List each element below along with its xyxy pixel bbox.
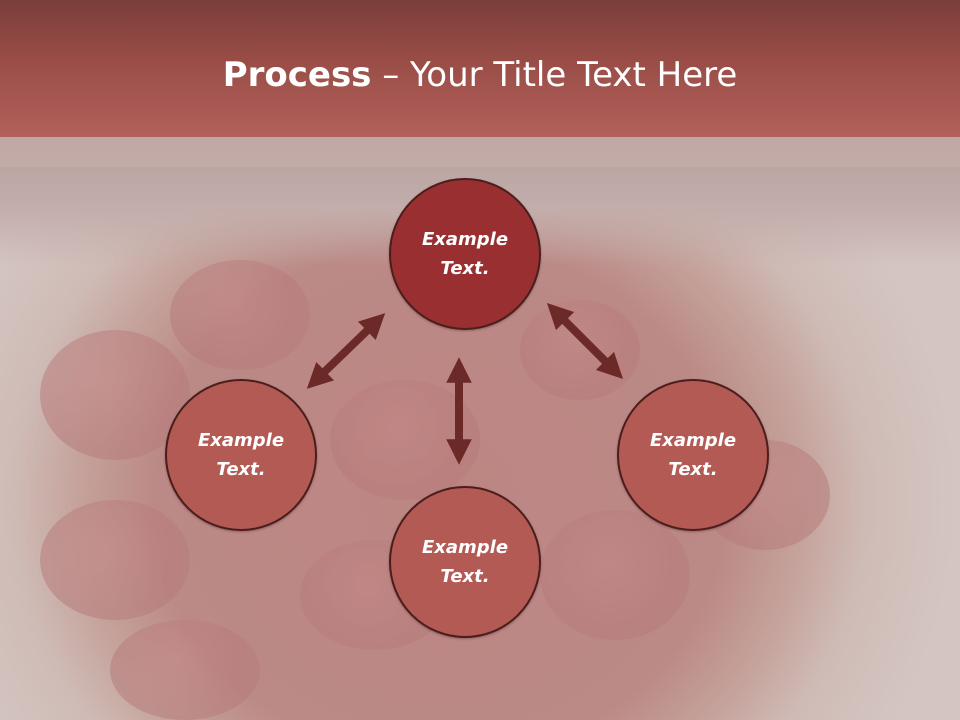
node-center[interactable]: Example Text. [389,178,541,330]
node-left-label: Example Text. [197,430,285,480]
pepperoni-slice [110,620,260,720]
pepperoni-slice [170,260,310,370]
arrow-center-left [306,313,386,389]
node-bottom-label: Example Text. [421,537,509,587]
slide-title: Process – Your Title Text Here [0,52,960,98]
pepperoni-slice [40,500,190,620]
pepperoni-slice [40,330,190,460]
title-bar [0,0,960,137]
slide-title-bold: Process [222,55,372,95]
node-bottom[interactable]: Example Text. [389,486,541,638]
slide-title-rest: – Your Title Text Here [371,55,738,95]
node-left[interactable]: Example Text. [165,379,317,531]
node-center-label: Example Text. [421,229,509,279]
title-strip [0,137,960,167]
node-right-label: Example Text. [649,430,737,480]
arrow-center-right [546,302,624,380]
pepperoni-slice [540,510,690,640]
node-right[interactable]: Example Text. [617,379,769,531]
